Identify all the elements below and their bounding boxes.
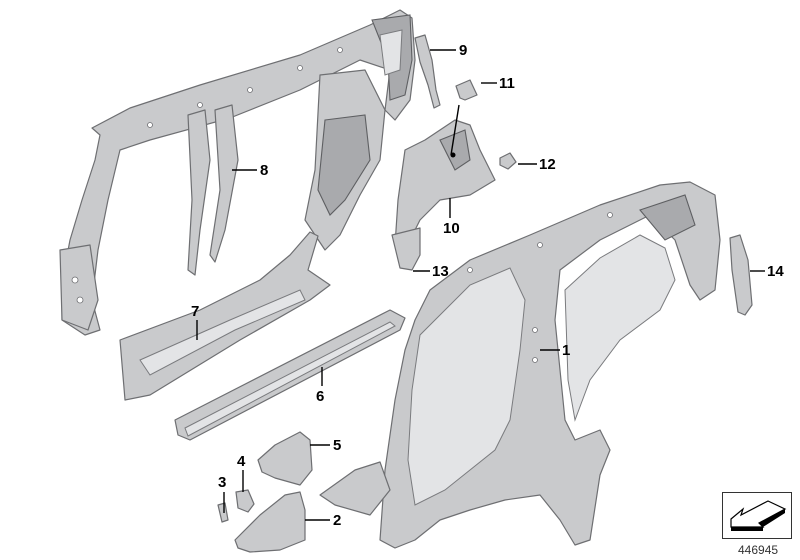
leader-lines [196, 49, 765, 521]
callout-12[interactable]: 12 [539, 156, 556, 173]
part-14-pillar-reinforcement[interactable] [729, 234, 753, 316]
part-5-bracket[interactable] [257, 431, 313, 486]
callout-2[interactable]: 2 [333, 512, 342, 529]
part-12-nut-plate[interactable] [499, 152, 517, 170]
part-7-rocker-inner[interactable] [119, 231, 331, 401]
callout-11[interactable]: 11 [499, 75, 515, 92]
part-4-plate[interactable] [235, 489, 255, 513]
callout-9[interactable]: 9 [459, 42, 468, 59]
callout-13[interactable]: 13 [432, 263, 449, 280]
callout-6[interactable]: 6 [316, 388, 325, 405]
part-6-rocker-reinforcement[interactable] [174, 309, 406, 441]
callout-1[interactable]: 1 [562, 342, 571, 359]
callout-7[interactable]: 7 [191, 303, 200, 320]
part-3-plate[interactable] [217, 502, 229, 523]
part-1-side-frame-outer[interactable] [319, 181, 721, 549]
orientation-box [722, 492, 792, 539]
part-8-side-frame-left[interactable] [59, 9, 416, 336]
callout-10[interactable]: 10 [443, 220, 460, 237]
part-13-bracket[interactable] [391, 227, 421, 271]
callout-4[interactable]: 4 [237, 453, 246, 470]
part-9-bracket[interactable] [414, 34, 441, 109]
callout-8[interactable]: 8 [260, 162, 269, 179]
callout-3[interactable]: 3 [218, 474, 227, 491]
part-11-reinforcement[interactable] [455, 79, 478, 101]
part-2-bracket[interactable] [234, 491, 306, 553]
reference-number: 446945 [738, 543, 779, 557]
callout-14[interactable]: 14 [767, 263, 784, 280]
orientation-arrow-icon [730, 500, 787, 531]
callout-5[interactable]: 5 [333, 437, 342, 454]
